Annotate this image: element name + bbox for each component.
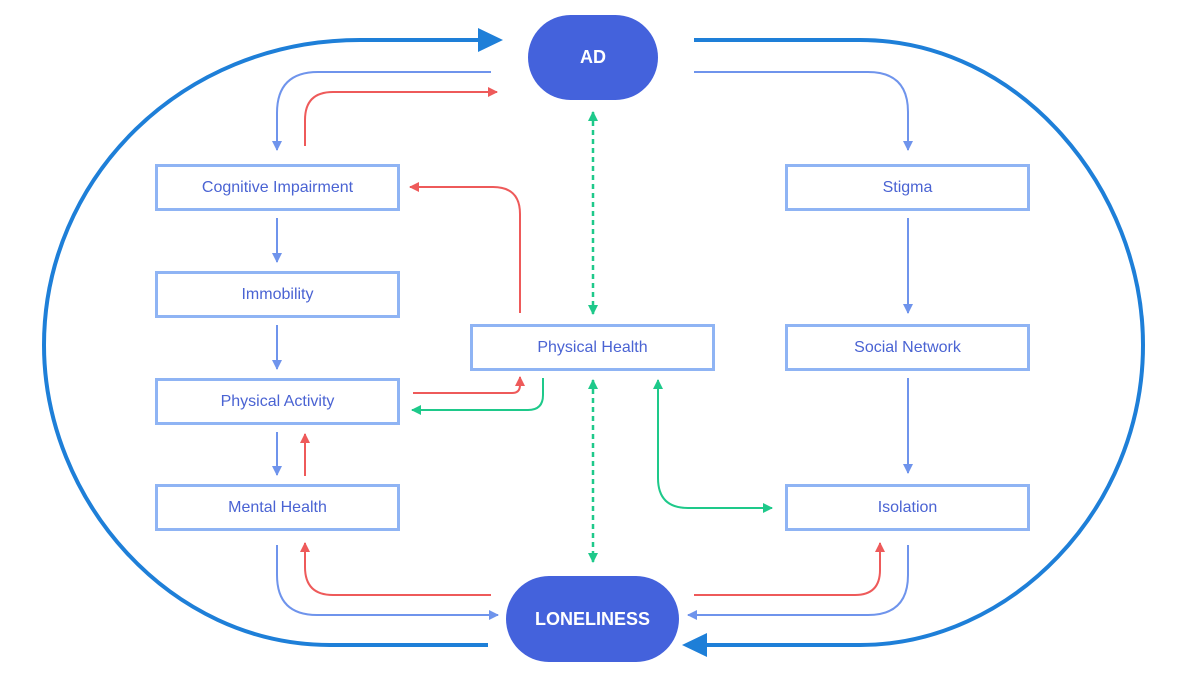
edge-loneliness-to-mental-health [300,542,491,596]
edge-isolation-to-loneliness [687,545,909,620]
edge-physical-health-to-physical-activity [411,378,544,415]
hub-loneliness: LONELINESS [506,576,679,662]
outer-loop-right-arrow [694,38,1146,647]
edge-ad-to-stigma [694,71,913,151]
edge-loneliness-to-isolation [694,542,885,596]
node-mental-health-label: Mental Health [228,498,327,516]
node-isolation: Isolation [785,484,1030,531]
node-physical-activity-label: Physical Activity [220,392,335,410]
node-immobility: Immobility [155,271,400,318]
node-cognitive-impairment-label: Cognitive Impairment [201,178,354,196]
edge-physical-health-to-cognitive [409,182,521,313]
edge-cognitive-to-ad [304,87,498,146]
node-physical-activity: Physical Activity [155,378,400,425]
edge-physical-activity-to-physical-health [413,376,525,394]
edge-mental-health-to-loneliness [276,545,499,620]
hub-loneliness-label: LONELINESS [534,608,650,629]
edge-ad-to-cognitive [272,71,491,151]
hub-ad-label: AD [580,47,606,67]
node-mental-health: Mental Health [155,484,400,531]
node-physical-health-label: Physical Health [537,338,648,356]
node-physical-health: Physical Health [470,324,715,371]
outer-loop-right-arrowhead [682,633,707,657]
node-stigma-label: Stigma [882,178,933,196]
node-social-network-label: Social Network [854,338,961,356]
edge-physical-health-isolation [653,379,773,513]
node-cognitive-impairment: Cognitive Impairment [155,164,400,211]
outer-loop-left-arrowhead [478,28,503,52]
node-isolation-label: Isolation [877,498,938,516]
hub-ad: AD [528,15,658,100]
outer-loop-left-arrow [41,38,488,647]
node-immobility-label: Immobility [241,285,314,303]
node-stigma: Stigma [785,164,1030,211]
node-social-network: Social Network [785,324,1030,371]
